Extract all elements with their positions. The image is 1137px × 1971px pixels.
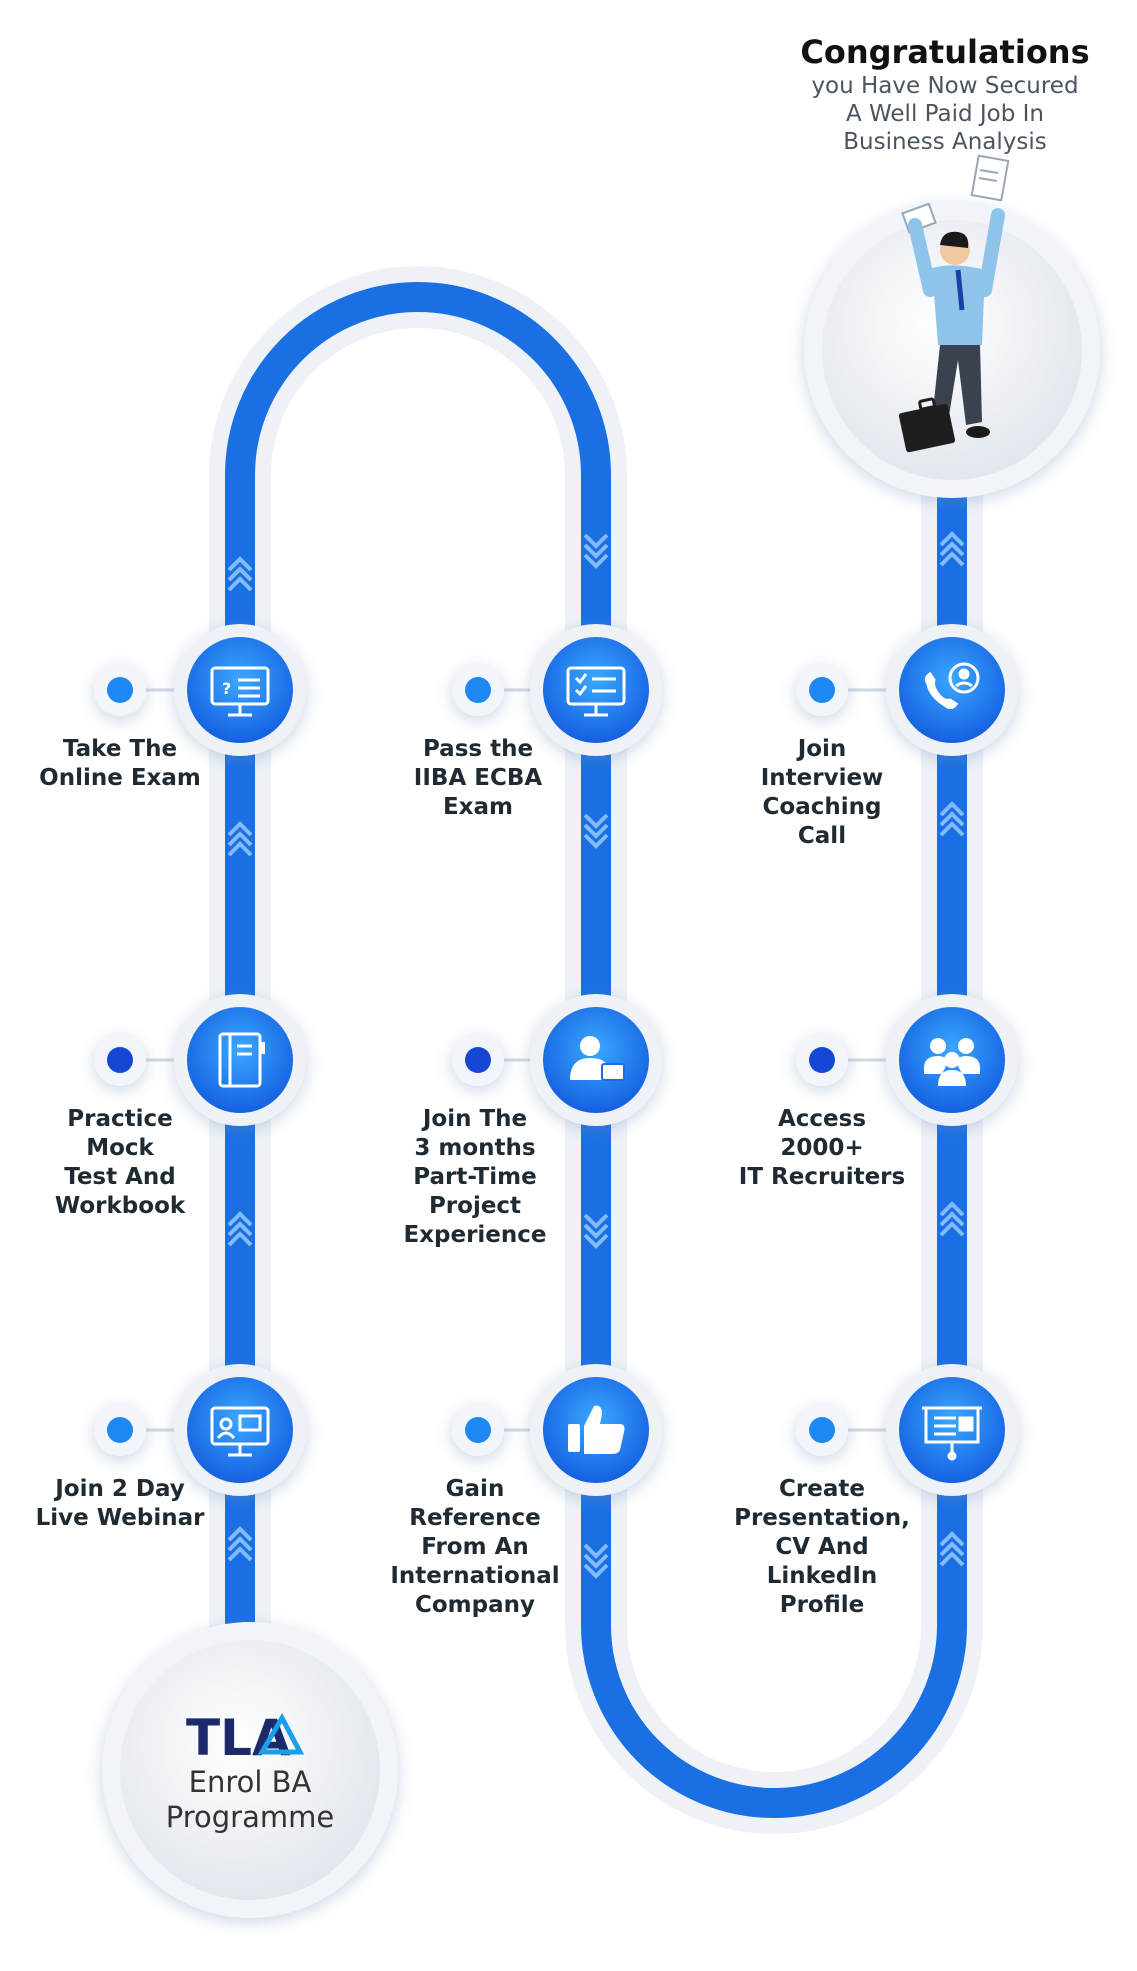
dot-reference (452, 1404, 504, 1456)
enrol-circle (102, 1622, 398, 1918)
dot-project (452, 1034, 504, 1086)
step-label-recruiters: Access 2000+ IT Recruiters (738, 1106, 906, 1190)
thumbs-up-icon (568, 1405, 625, 1454)
step-nodes: ? (174, 624, 1018, 1496)
node-webinar (174, 1364, 306, 1496)
step-label-cv: Create Presentation, CV And LinkedIn Pro… (734, 1476, 910, 1618)
person-celebrating-icon (898, 154, 1010, 453)
tla-logo-text: TLA (186, 1709, 291, 1767)
dot-coaching (796, 664, 848, 716)
monitor-question-icon: ? (210, 666, 270, 717)
step-label-reference: Gain Reference From An International Com… (390, 1476, 560, 1618)
dot-mock (94, 1034, 146, 1086)
projector-board-icon (922, 1406, 982, 1461)
step-label-coaching: Join Interview Coaching Call (760, 736, 884, 849)
step-label-webinar: Join 2 Day Live Webinar (35, 1476, 205, 1531)
node-recruiters (886, 994, 1018, 1126)
node-cv (886, 1364, 1018, 1496)
step-label-ecba: Pass the IIBA ECBA Exam (413, 736, 543, 820)
step-label-project: Join The 3 months Part-Time Project Expe… (403, 1106, 547, 1248)
monitor-checklist-icon (566, 666, 626, 717)
enrol-label: Enrol BA Programme (165, 1765, 335, 1834)
notebook-icon (218, 1032, 265, 1088)
node-ecba (530, 624, 662, 756)
dot-webinar (94, 1404, 146, 1456)
step-label-online-exam: Take The Online Exam (39, 736, 201, 791)
phone-support-icon (924, 662, 980, 710)
node-reference (530, 1364, 662, 1496)
node-coaching (886, 624, 1018, 756)
dot-cv (796, 1404, 848, 1456)
presentation-screen-icon (210, 1406, 270, 1457)
svg-text:?: ? (222, 679, 231, 698)
congrats-subtitle: you Have Now Secured A Well Paid Job In … (811, 73, 1079, 155)
dot-ecba (452, 664, 504, 716)
step-label-mock: Practice Mock Test And Workbook (54, 1106, 186, 1219)
person-briefcase-icon (570, 1036, 625, 1081)
group-icon (924, 1038, 980, 1086)
congrats-title: Congratulations (800, 33, 1090, 71)
node-mock (174, 994, 306, 1126)
node-online-exam: ? (174, 624, 306, 756)
dot-recruiters (796, 1034, 848, 1086)
chevrons (227, 531, 965, 1579)
tla-logo: TLA (186, 1709, 305, 1767)
congrats-block: Congratulations you Have Now Secured A W… (760, 32, 1130, 156)
dot-online-exam (94, 664, 146, 716)
node-project (530, 994, 662, 1126)
connector-dots (94, 664, 848, 1456)
